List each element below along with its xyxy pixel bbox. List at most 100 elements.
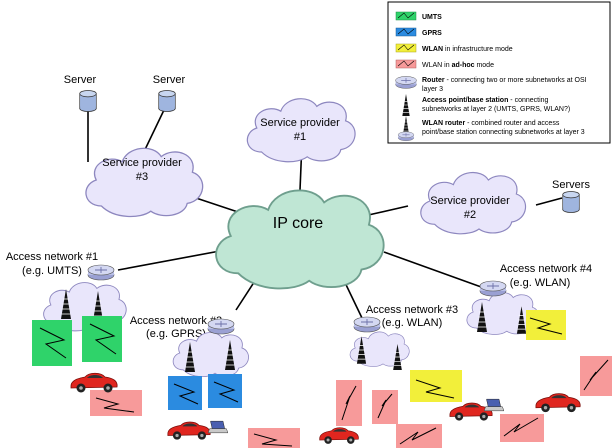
legend-ap-line1: - connecting — [508, 97, 548, 104]
an3-label-line2: (e.g. WLAN) — [382, 317, 443, 329]
adhoc-cells — [90, 356, 612, 448]
sp1-label-line1: Service provider — [260, 117, 340, 129]
an2-gprs-cell-right — [208, 374, 242, 408]
legend-wlan-infra-bold: WLAN — [422, 46, 443, 53]
legend-wlan-adhoc-pre: WLAN in — [422, 62, 452, 69]
server-left: Server — [64, 74, 97, 112]
adhoc-zigzag-6 — [503, 417, 539, 437]
adhoc-cell-3 — [336, 380, 362, 426]
legend-wlan-adhoc-zigzag — [397, 60, 415, 67]
servers-sp2-icon — [562, 191, 580, 213]
service-provider-2: Service provider #2 — [420, 171, 527, 235]
legend-umts-swatch — [395, 11, 417, 21]
legend-gprs-zigzag — [397, 28, 415, 35]
legend-router-bold: Router — [422, 77, 445, 84]
server-right: Server — [153, 74, 186, 112]
legend-router-icon — [395, 76, 417, 89]
an3-signal-zigzag — [415, 379, 455, 399]
sp2-label-line2: #2 — [464, 209, 476, 221]
access-network-2: Access network #2 (e.g. GPRS) — [130, 315, 250, 410]
legend-wlan-router-bold: WLAN router — [422, 120, 465, 127]
legend-ap-text: Access point/base station - connecting — [422, 97, 549, 104]
an3-label-line1: Access network #3 — [366, 304, 458, 316]
legend-umts-bold: UMTS — [422, 14, 442, 21]
service-provider-3: Service provider #3 — [85, 147, 204, 218]
legend-gprs-bold: GPRS — [422, 30, 442, 37]
laptop-icon — [484, 398, 504, 412]
laptop-icon — [208, 420, 228, 434]
server-left-icon — [79, 90, 97, 112]
car-icon — [535, 393, 581, 413]
ip-core: IP core — [215, 189, 385, 290]
link-sp2-servers — [535, 197, 563, 206]
legend-router-line2: layer 3 — [422, 86, 443, 93]
an4-router-icon — [479, 280, 507, 297]
server-left-label: Server — [64, 74, 97, 86]
an1-signal-zigzag — [39, 323, 117, 359]
sp3-label-line1: Service provider — [102, 157, 182, 169]
legend-box — [387, 1, 611, 144]
server-right-label: Server — [153, 74, 186, 86]
an4-label-line1: Access network #4 — [500, 263, 592, 275]
an4-label-line2: (e.g. WLAN) — [510, 277, 571, 289]
an1-label-line2: (e.g. UMTS) — [22, 265, 82, 277]
ip-core-label: IP core — [273, 215, 324, 232]
car-icon — [70, 372, 118, 394]
service-provider-1: Service provider #1 — [246, 98, 356, 163]
an2-gprs-cell-left — [168, 376, 202, 410]
an3-router-icon — [353, 316, 381, 333]
legend-wlan-adhoc-bold: ad-hoc — [452, 62, 475, 69]
adhoc-cell-7 — [580, 356, 612, 396]
link-core-sp2 — [363, 205, 409, 217]
sp1-label-line2: #1 — [294, 131, 306, 143]
car-icon — [167, 421, 211, 441]
car-icon — [449, 402, 493, 422]
an1-router-icon — [87, 264, 115, 281]
legend-wlan-router-text: WLAN router - combined router and access — [422, 120, 560, 127]
legend: UMTS GPRS WLAN in infrastructure mode WL… — [387, 1, 611, 144]
adhoc-zigzag-5 — [399, 427, 437, 445]
adhoc-zigzag-3 — [341, 385, 357, 421]
legend-router-text: Router - connecting two or more subnetwo… — [422, 77, 587, 84]
an3-wlan-cell — [410, 370, 462, 402]
legend-umts-zigzag — [397, 12, 415, 19]
legend-wlan-adhoc-rest: mode — [475, 62, 495, 69]
an4-signal-zigzag — [529, 317, 563, 335]
network-links — [87, 109, 563, 319]
an2-router-icon — [207, 318, 235, 335]
legend-wlan-infra-zigzag — [397, 44, 415, 51]
legend-ap-bold: Access point/base station — [422, 97, 508, 104]
legend-wlan-adhoc-text: WLAN in ad-hoc mode — [422, 62, 494, 69]
access-network-1: Access network #1 (e.g. UMTS) — [6, 251, 127, 366]
legend-wlan-adhoc-swatch — [395, 59, 417, 69]
servers-sp2-label: Servers — [552, 179, 590, 191]
server-right-icon — [158, 90, 176, 112]
servers-sp2: Servers — [552, 179, 590, 213]
adhoc-zigzag-2 — [253, 433, 293, 447]
adhoc-cell-4 — [372, 390, 398, 424]
legend-wlan-infra-rest: in infrastructure mode — [443, 46, 513, 53]
access-network-4: Access network #4 (e.g. WLAN) — [466, 263, 592, 340]
link-core-an4 — [383, 251, 485, 289]
sp3-label-line2: #3 — [136, 171, 148, 183]
adhoc-cell-2 — [248, 428, 300, 448]
car-icon — [319, 427, 359, 445]
legend-wlan-router-icon — [397, 131, 415, 142]
legend-gprs-text: GPRS — [422, 30, 442, 37]
an2-label-line2: (e.g. GPRS) — [146, 328, 206, 340]
adhoc-zigzag-7 — [583, 359, 609, 391]
an2-label-line1: Access network #2 — [130, 315, 222, 327]
legend-umts-text: UMTS — [422, 14, 442, 21]
adhoc-zigzag-4 — [377, 393, 393, 419]
an1-label-line1: Access network #1 — [6, 251, 98, 263]
legend-wlan-router-line1: - combined router and access — [465, 120, 560, 127]
ip-core-cloud-icon — [215, 189, 385, 290]
legend-ap-line2: subnetworks at layer 2 (UMTS, GPRS, WLAN… — [422, 106, 570, 113]
legend-router-line1: - connecting two or more subnetworks at … — [445, 77, 587, 84]
legend-wlan-router-line2: point/base station connecting subnetwork… — [422, 129, 585, 136]
sp2-label-line1: Service provider — [430, 195, 510, 207]
legend-wlan-infra-swatch — [395, 43, 417, 53]
legend-gprs-swatch — [395, 27, 417, 37]
an2-signal-zigzag — [173, 381, 239, 405]
